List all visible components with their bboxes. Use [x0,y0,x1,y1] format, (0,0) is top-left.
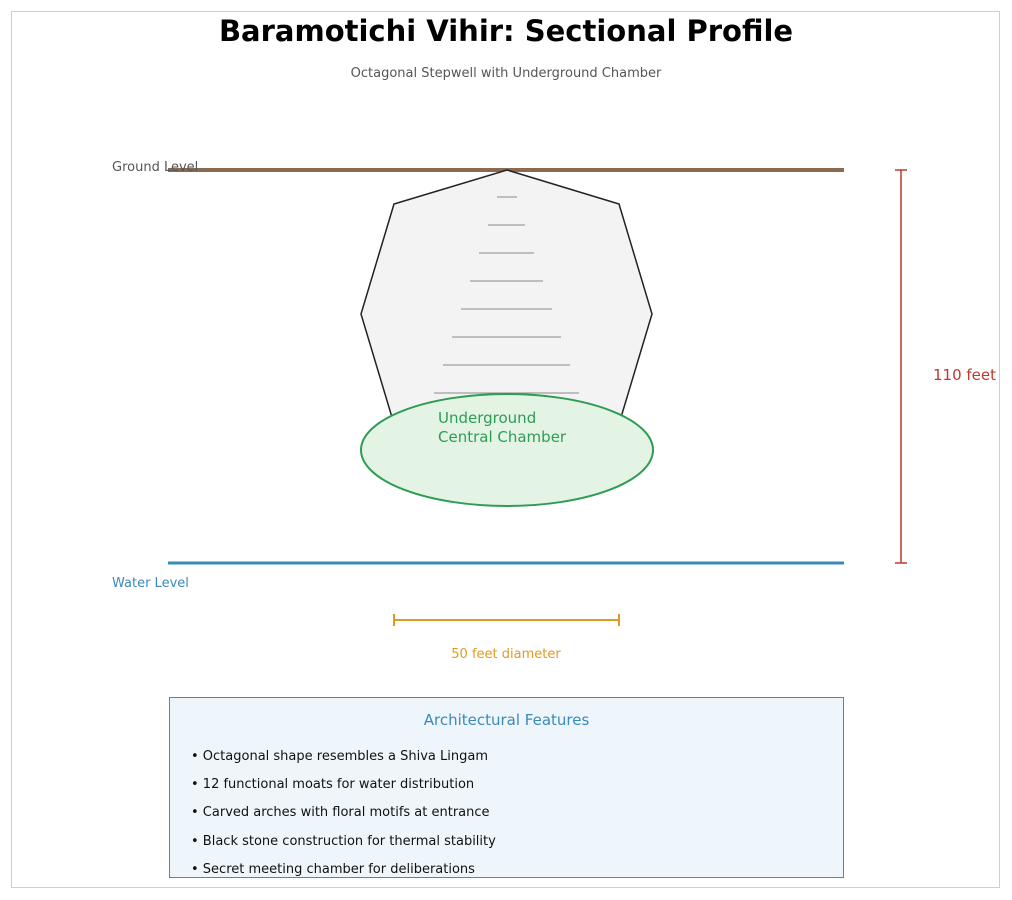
features-title: Architectural Features [423,711,590,729]
steps-group [434,196,579,394]
depth-dimension [895,169,907,564]
feature-item: • 12 functional moats for water distribu… [191,777,475,793]
diagram-subtitle: Octagonal Stepwell with Underground Cham… [350,66,662,81]
ground-level-label: Ground Level [112,160,198,175]
features-list: • Octagonal shape resembles a Shiva Ling… [191,748,496,889]
architectural-features-box: Architectural Features • Octagonal shape… [169,697,844,878]
underground-chamber-ellipse [360,393,654,507]
chamber-label-line1: Underground [438,409,536,427]
feature-item: • Black stone construction for thermal s… [191,833,496,849]
diameter-label: 50 feet diameter [451,647,561,662]
chamber-label-line2: Central Chamber [438,428,567,446]
water-level-label: Water Level [112,576,189,591]
diagram-title: Baramotichi Vihir: Sectional Profile [218,14,794,48]
feature-item: • Carved arches with floral motifs at en… [191,805,490,821]
feature-item: • Octagonal shape resembles a Shiva Ling… [191,749,488,764]
diagram-frame [11,11,1000,888]
depth-label: 110 feet [933,366,996,384]
diameter-dimension [393,614,620,626]
feature-item: • Secret meeting chamber for deliberatio… [191,861,475,877]
